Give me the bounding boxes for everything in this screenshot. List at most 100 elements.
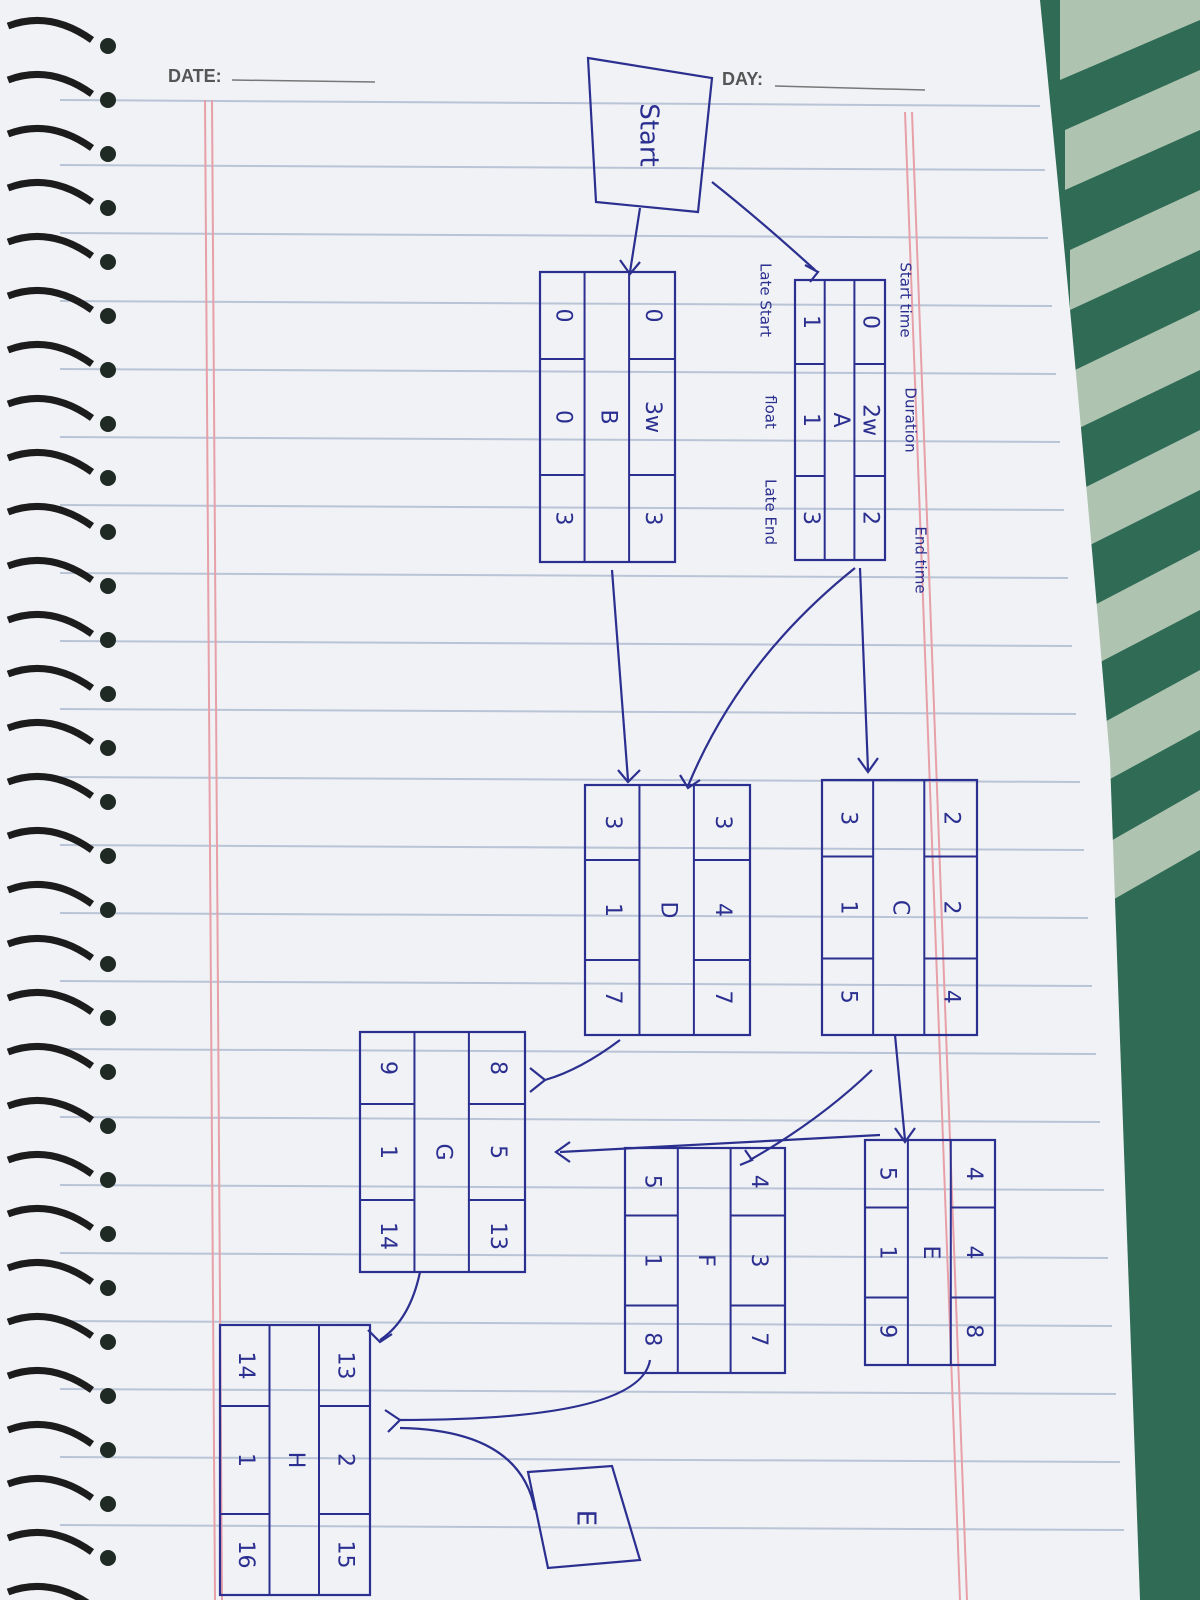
binding-hole: [100, 1226, 116, 1242]
legend-late-start: Late Start: [757, 263, 775, 337]
binding-hole: [100, 200, 116, 216]
spiral-ring: [6, 827, 95, 853]
spiral-ring: [6, 71, 95, 97]
spiral-ring: [6, 17, 95, 43]
spiral-ring: [6, 935, 95, 961]
spiral-ring: [6, 1151, 95, 1177]
spiral-ring: [6, 1205, 95, 1231]
spiral-ring: [6, 989, 95, 1015]
end-node: E: [526, 1464, 642, 1570]
binding-hole: [100, 308, 116, 324]
early-start-value: 4: [746, 1175, 771, 1189]
legend-end-time: End time: [912, 526, 930, 593]
late-finish-value: 5: [836, 990, 861, 1004]
date-label: DATE:: [168, 66, 222, 86]
early-start-value: 8: [485, 1061, 510, 1075]
arrow-A-to-C: [858, 567, 870, 771]
legend-float: float: [762, 395, 780, 429]
activity-name: G: [431, 1143, 456, 1160]
spiral-ring: [6, 773, 95, 799]
late-finish-value: 14: [375, 1222, 400, 1250]
binding-hole: [100, 794, 116, 810]
activity-name: D: [656, 902, 681, 919]
late-finish-value: 9: [874, 1324, 899, 1338]
node-border: [820, 778, 979, 1037]
duration-value: 2: [333, 1453, 358, 1467]
notebook-page: [0, 0, 1140, 1600]
end-node-box: [526, 1464, 642, 1570]
start-node-box: [586, 56, 714, 214]
binding-hole: [100, 1550, 116, 1566]
float-value: 0: [550, 410, 575, 424]
end-node-label: E: [571, 1510, 601, 1526]
activity-name: C: [888, 900, 913, 915]
spiral-ring: [6, 449, 95, 475]
activity-name: B: [596, 409, 621, 424]
arrow-start-to-A: [711, 181, 816, 271]
binding-hole: [100, 470, 116, 486]
late-start-value: 5: [874, 1167, 899, 1181]
binding-hole: [100, 254, 116, 270]
spiral-ring: [6, 1313, 95, 1339]
node-border: [358, 1030, 527, 1274]
early-finish-value: 15: [333, 1541, 358, 1569]
float-value: 1: [874, 1246, 899, 1260]
late-start-value: 1: [798, 315, 823, 329]
binding-hole: [100, 1334, 116, 1350]
binding-hole: [100, 416, 116, 432]
spiral-ring: [6, 719, 95, 745]
float-value: 1: [233, 1453, 258, 1467]
spiral-ring: [6, 557, 95, 583]
binding-hole: [100, 1496, 116, 1512]
late-finish-value: 16: [233, 1541, 258, 1569]
spiral-ring: [6, 1043, 95, 1069]
arrow-H-to-end: [399, 1426, 537, 1511]
early-finish-value: 2: [858, 511, 883, 525]
day-label: DAY:: [722, 69, 763, 89]
spiral-ring: [6, 287, 95, 313]
float-value: 1: [600, 903, 625, 917]
node-border: [583, 783, 752, 1037]
activity-name: E: [918, 1246, 943, 1260]
float-value: 1: [639, 1254, 664, 1268]
early-finish-value: 8: [961, 1324, 986, 1338]
early-start-value: 2: [939, 811, 964, 825]
late-start-value: 9: [375, 1061, 400, 1075]
binding-hole: [100, 956, 116, 972]
arrow-C-to-F: [749, 1069, 873, 1161]
binding-hole: [100, 686, 116, 702]
arrow-start-to-B: [628, 207, 642, 273]
early-start-value: 0: [640, 309, 665, 323]
late-start-value: 14: [233, 1352, 258, 1380]
binding-hole: [100, 1172, 116, 1188]
binding-hole: [100, 848, 116, 864]
duration-value: 5: [485, 1145, 510, 1159]
late-start-value: 0: [550, 309, 575, 323]
late-finish-value: 3: [550, 512, 575, 526]
early-finish-value: 3: [640, 512, 665, 526]
spiral-ring: [6, 503, 95, 529]
binding-hole: [100, 632, 116, 648]
spiral-ring: [6, 1529, 95, 1555]
binding-hole: [100, 38, 116, 54]
binding-hole: [100, 1118, 116, 1134]
late-finish-value: 8: [639, 1332, 664, 1346]
ruled-lines: [59, 99, 1125, 1531]
legend-duration: Duration: [902, 387, 920, 452]
spiral-ring: [6, 1475, 95, 1501]
late-start-value: 3: [836, 811, 861, 825]
arrow-E-to-G: [559, 1133, 881, 1154]
float-value: 1: [798, 413, 823, 427]
arrow-C-to-E: [893, 1034, 907, 1141]
duration-value: 2: [939, 901, 964, 915]
node-border: [623, 1146, 787, 1375]
spiral-ring: [6, 881, 95, 907]
